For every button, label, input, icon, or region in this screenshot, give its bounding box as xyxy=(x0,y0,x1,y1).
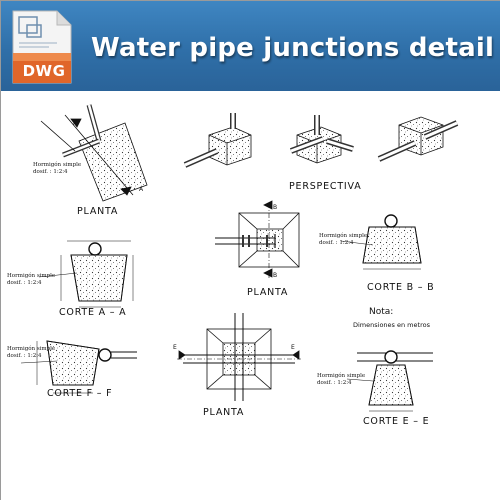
planta-e-plan xyxy=(177,313,301,401)
corte-b-section xyxy=(340,214,422,270)
note-title: Nota: xyxy=(369,307,394,317)
concrete-note-corte-e: Hormigón simple dosif. : 1:2:4 xyxy=(317,373,366,386)
concrete-note-corte-a: Hormigón simple dosif. : 1:2:4 xyxy=(7,273,56,286)
concrete-note-corte-f: Hormigón simple dosif. : 1:2:4 xyxy=(7,346,56,359)
page-title: Water pipe junctions detail xyxy=(91,33,495,63)
caption-corte-a: CORTE A – A xyxy=(59,307,127,318)
planta-elbow-plan xyxy=(40,104,148,202)
caption-corte-e: CORTE E – E xyxy=(363,416,430,427)
caption-planta-1: PLANTA xyxy=(77,206,119,217)
marker-b-bottom: B xyxy=(273,272,277,279)
marker-b-top: B xyxy=(273,204,277,211)
cad-drawing-sheet: A A xyxy=(1,91,500,501)
marker-a-bottom: A xyxy=(139,186,144,193)
planta-b-plan xyxy=(215,200,300,279)
title-banner: DWG Water pipe junctions detail xyxy=(1,1,500,91)
corte-f-section xyxy=(20,340,137,394)
caption-corte-f: CORTE F – F xyxy=(47,388,113,399)
caption-planta-3: PLANTA xyxy=(203,407,245,418)
note-text: Dimensiones en metros xyxy=(353,321,430,329)
corte-e-section xyxy=(346,350,433,412)
corte-a-section xyxy=(38,240,134,308)
dwg-badge-label: DWG xyxy=(22,62,66,80)
perspectiva-views xyxy=(183,113,459,168)
marker-e-left: E xyxy=(173,344,177,351)
caption-planta-2: PLANTA xyxy=(247,287,289,298)
dwg-file-icon-graphic xyxy=(12,10,72,84)
marker-e-right: E xyxy=(291,344,295,351)
caption-perspectiva: PERSPECTIVA xyxy=(289,181,362,192)
caption-corte-b: CORTE B – B xyxy=(367,282,435,293)
marker-a-top: A xyxy=(73,120,78,127)
concrete-note-planta: Hormigón simple dosif. : 1:2:4 xyxy=(33,162,82,175)
cad-line-drawing: A A xyxy=(20,104,459,412)
dwg-file-icon: DWG xyxy=(7,7,81,87)
concrete-note-corte-b: Hormigón simple dosif. : 1:2:4 xyxy=(319,233,368,246)
